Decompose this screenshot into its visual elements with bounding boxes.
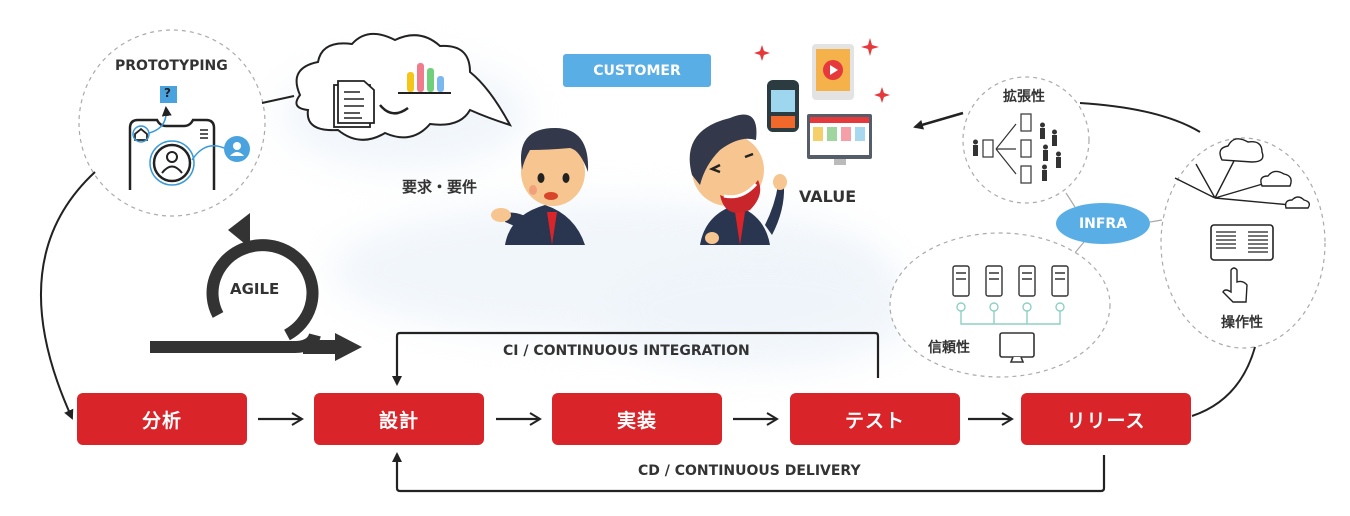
tablet-device-icon: [812, 44, 854, 100]
sparkle-icon: [754, 38, 890, 103]
link-line: [148, 106, 172, 134]
monitor-device-icon: [807, 114, 872, 165]
document-icon: [333, 80, 375, 128]
bar-chart-icon: [398, 63, 451, 94]
step-analysis[interactable]: 分析: [77, 393, 247, 445]
desktop-monitor-icon: [999, 332, 1035, 363]
customer-badge: CUSTOMER: [563, 54, 711, 87]
cd-loop-arrow: [392, 452, 1106, 493]
connector-line: [1079, 102, 1201, 133]
user-bubble-body: [230, 152, 244, 156]
connector-line: [1191, 346, 1256, 417]
smile-arrow: [379, 104, 409, 115]
smartphone-device-icon: [767, 80, 799, 132]
connector-line: [1065, 192, 1076, 208]
link-line: [191, 145, 225, 161]
prototyping-circle: [78, 29, 266, 217]
infra-badge: INFRA: [1056, 203, 1150, 244]
reliability-label: 信頼性: [928, 340, 970, 356]
agile-label: AGILE: [230, 280, 280, 298]
users-icon: [973, 122, 1061, 181]
cd-label: CD / CONTINUOUS DELIVERY: [638, 463, 861, 479]
step-implementation[interactable]: 実装: [552, 393, 722, 445]
infra-to-value-arrow: [913, 111, 964, 130]
cloud-network-icon: [1174, 138, 1311, 209]
requirements-label: 要求・要件: [402, 178, 478, 196]
connector-line: [1073, 241, 1085, 255]
scalability-servers-icon: [982, 113, 1032, 184]
ci-label: CI / CONTINUOUS INTEGRATION: [503, 343, 750, 359]
customer-happy-illustration: [689, 114, 787, 245]
connector-line: [1149, 219, 1163, 223]
prototyping-to-analysis-arrow: [40, 171, 96, 420]
ci-loop-arrow: [392, 331, 880, 386]
network-connections: [956, 302, 1065, 325]
highlight-ring-home: [132, 125, 150, 143]
touch-panel-icon: [1210, 224, 1274, 303]
reliability-servers-icon: [952, 265, 1069, 297]
user-bubble-head: [233, 142, 241, 150]
agile-loop-icon: [150, 213, 362, 361]
thought-cloud: [295, 33, 513, 141]
question-box-icon: [160, 86, 177, 103]
value-label: VALUE: [799, 187, 857, 206]
step-test[interactable]: テスト: [790, 393, 960, 445]
operability-label: 操作性: [1221, 315, 1263, 331]
scalability-label: 拡張性: [1003, 89, 1045, 105]
customer-speaking-illustration: [491, 128, 589, 245]
prototyping-label: PROTOTYPING: [115, 58, 228, 74]
step-release[interactable]: リリース: [1021, 393, 1191, 445]
step-design[interactable]: 設計: [314, 393, 484, 445]
highlight-ring-avatar: [149, 140, 195, 186]
connector-line: [261, 95, 295, 104]
background-cloud: [600, 250, 920, 370]
question-mark-label: ?: [164, 86, 171, 100]
phone-icon: [128, 118, 216, 190]
